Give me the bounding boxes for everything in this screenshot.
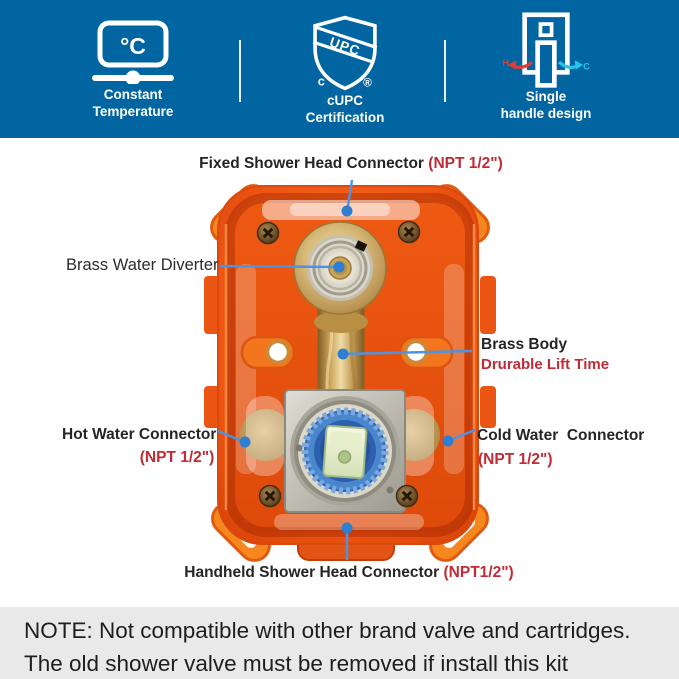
feature-label: Certification: [305, 110, 385, 125]
right-screw-boss: [398, 335, 454, 370]
upc-text: UPC: [328, 34, 363, 58]
label-text: Handheld Shower Head Connector: [184, 564, 444, 581]
feature-single-handle-design: H C Single handle design: [476, 0, 616, 122]
feature-cupc-certification: UPC c ® cUPC Certification: [275, 0, 415, 126]
feature-label: Single: [525, 89, 567, 104]
screw-bottom-right: [395, 484, 419, 508]
cold-letter: C: [583, 62, 590, 72]
screw-top-left: [256, 221, 280, 245]
feature-label: cUPC: [326, 93, 363, 108]
feature-label: Constant: [103, 87, 163, 102]
side-tab: [480, 386, 496, 428]
side-tab: [480, 276, 496, 334]
feature-label: handle design: [500, 106, 592, 121]
screw-top-right: [397, 220, 421, 244]
valve-diagram: Fixed Shower Head Connector (NPT 1/2") B…: [0, 138, 679, 607]
plate-screw: [295, 444, 303, 452]
label-text: Fixed Shower Head Connector: [199, 155, 429, 172]
banner-divider: [444, 40, 446, 102]
shield-c-text: c: [318, 75, 325, 89]
side-tab: [204, 386, 220, 428]
top-port-glow-core: [290, 203, 390, 216]
diverter-notch: [354, 240, 368, 252]
cartridge-teeth: [301, 407, 389, 495]
thermostat-slider-icon: °C: [63, 20, 203, 86]
bottom-port-glow: [274, 514, 424, 530]
feature-label: Temperature: [92, 104, 174, 119]
celsius-text: °C: [120, 33, 146, 59]
feature-banner: °C Constant Temperature UPC c ®: [0, 0, 679, 138]
label-cold-water-connector: Cold Water Connector: [477, 427, 644, 445]
label-hot-water-spec: (NPT 1/2"): [139, 449, 215, 466]
banner-divider: [239, 40, 241, 102]
label-spec: (NPT 1/2"): [428, 155, 503, 172]
diverter-center-hole: [336, 264, 344, 272]
compatibility-note: NOTE: Not compatible with other brand va…: [0, 607, 679, 679]
cartridge-plate: [284, 389, 406, 513]
label-cold-water-spec: (NPT 1/2"): [478, 451, 553, 468]
hot-letter: H: [502, 58, 509, 68]
screw-bottom-left: [258, 484, 282, 508]
single-handle-icon: H C: [476, 12, 616, 88]
hot-port-glow: [246, 396, 284, 476]
plate-screw: [386, 486, 394, 494]
label-sub: Drurable Lift Time: [481, 356, 610, 373]
upc-shield-icon: UPC c ®: [275, 14, 415, 91]
label-fixed-shower-head-connector: Fixed Shower Head Connector (NPT 1/2"): [199, 155, 503, 173]
hot-water-port: [240, 409, 292, 461]
registered-mark: ®: [363, 77, 372, 90]
label-handheld-shower-head-connector: Handheld Shower Head Connector (NPT1/2"): [184, 564, 513, 582]
label-text: Cold Water Connector: [477, 427, 645, 444]
left-screw-boss: [240, 335, 296, 370]
label-text: Brass Body: [481, 336, 568, 353]
feature-constant-temperature: °C Constant Temperature: [63, 0, 203, 120]
label-spec: (NPT1/2"): [443, 564, 514, 581]
top-port-glow: [262, 200, 420, 220]
label-hot-water-connector: Hot Water Connector: [62, 426, 216, 444]
side-tab: [204, 276, 220, 334]
label-text: Hot Water Connector: [62, 426, 217, 443]
note-line-2: The old shower valve must be removed if …: [24, 651, 568, 676]
right-wall-glow: [444, 264, 464, 474]
label-brass-water-diverter: Brass Water Diverter: [66, 256, 219, 275]
label-text: Brass Water Diverter: [66, 256, 219, 274]
note-line-1: NOTE: Not compatible with other brand va…: [24, 618, 631, 643]
shower-valve-illustration: [204, 184, 496, 562]
brass-diverter: [293, 221, 387, 333]
cartridge-stem-block: [322, 424, 368, 480]
